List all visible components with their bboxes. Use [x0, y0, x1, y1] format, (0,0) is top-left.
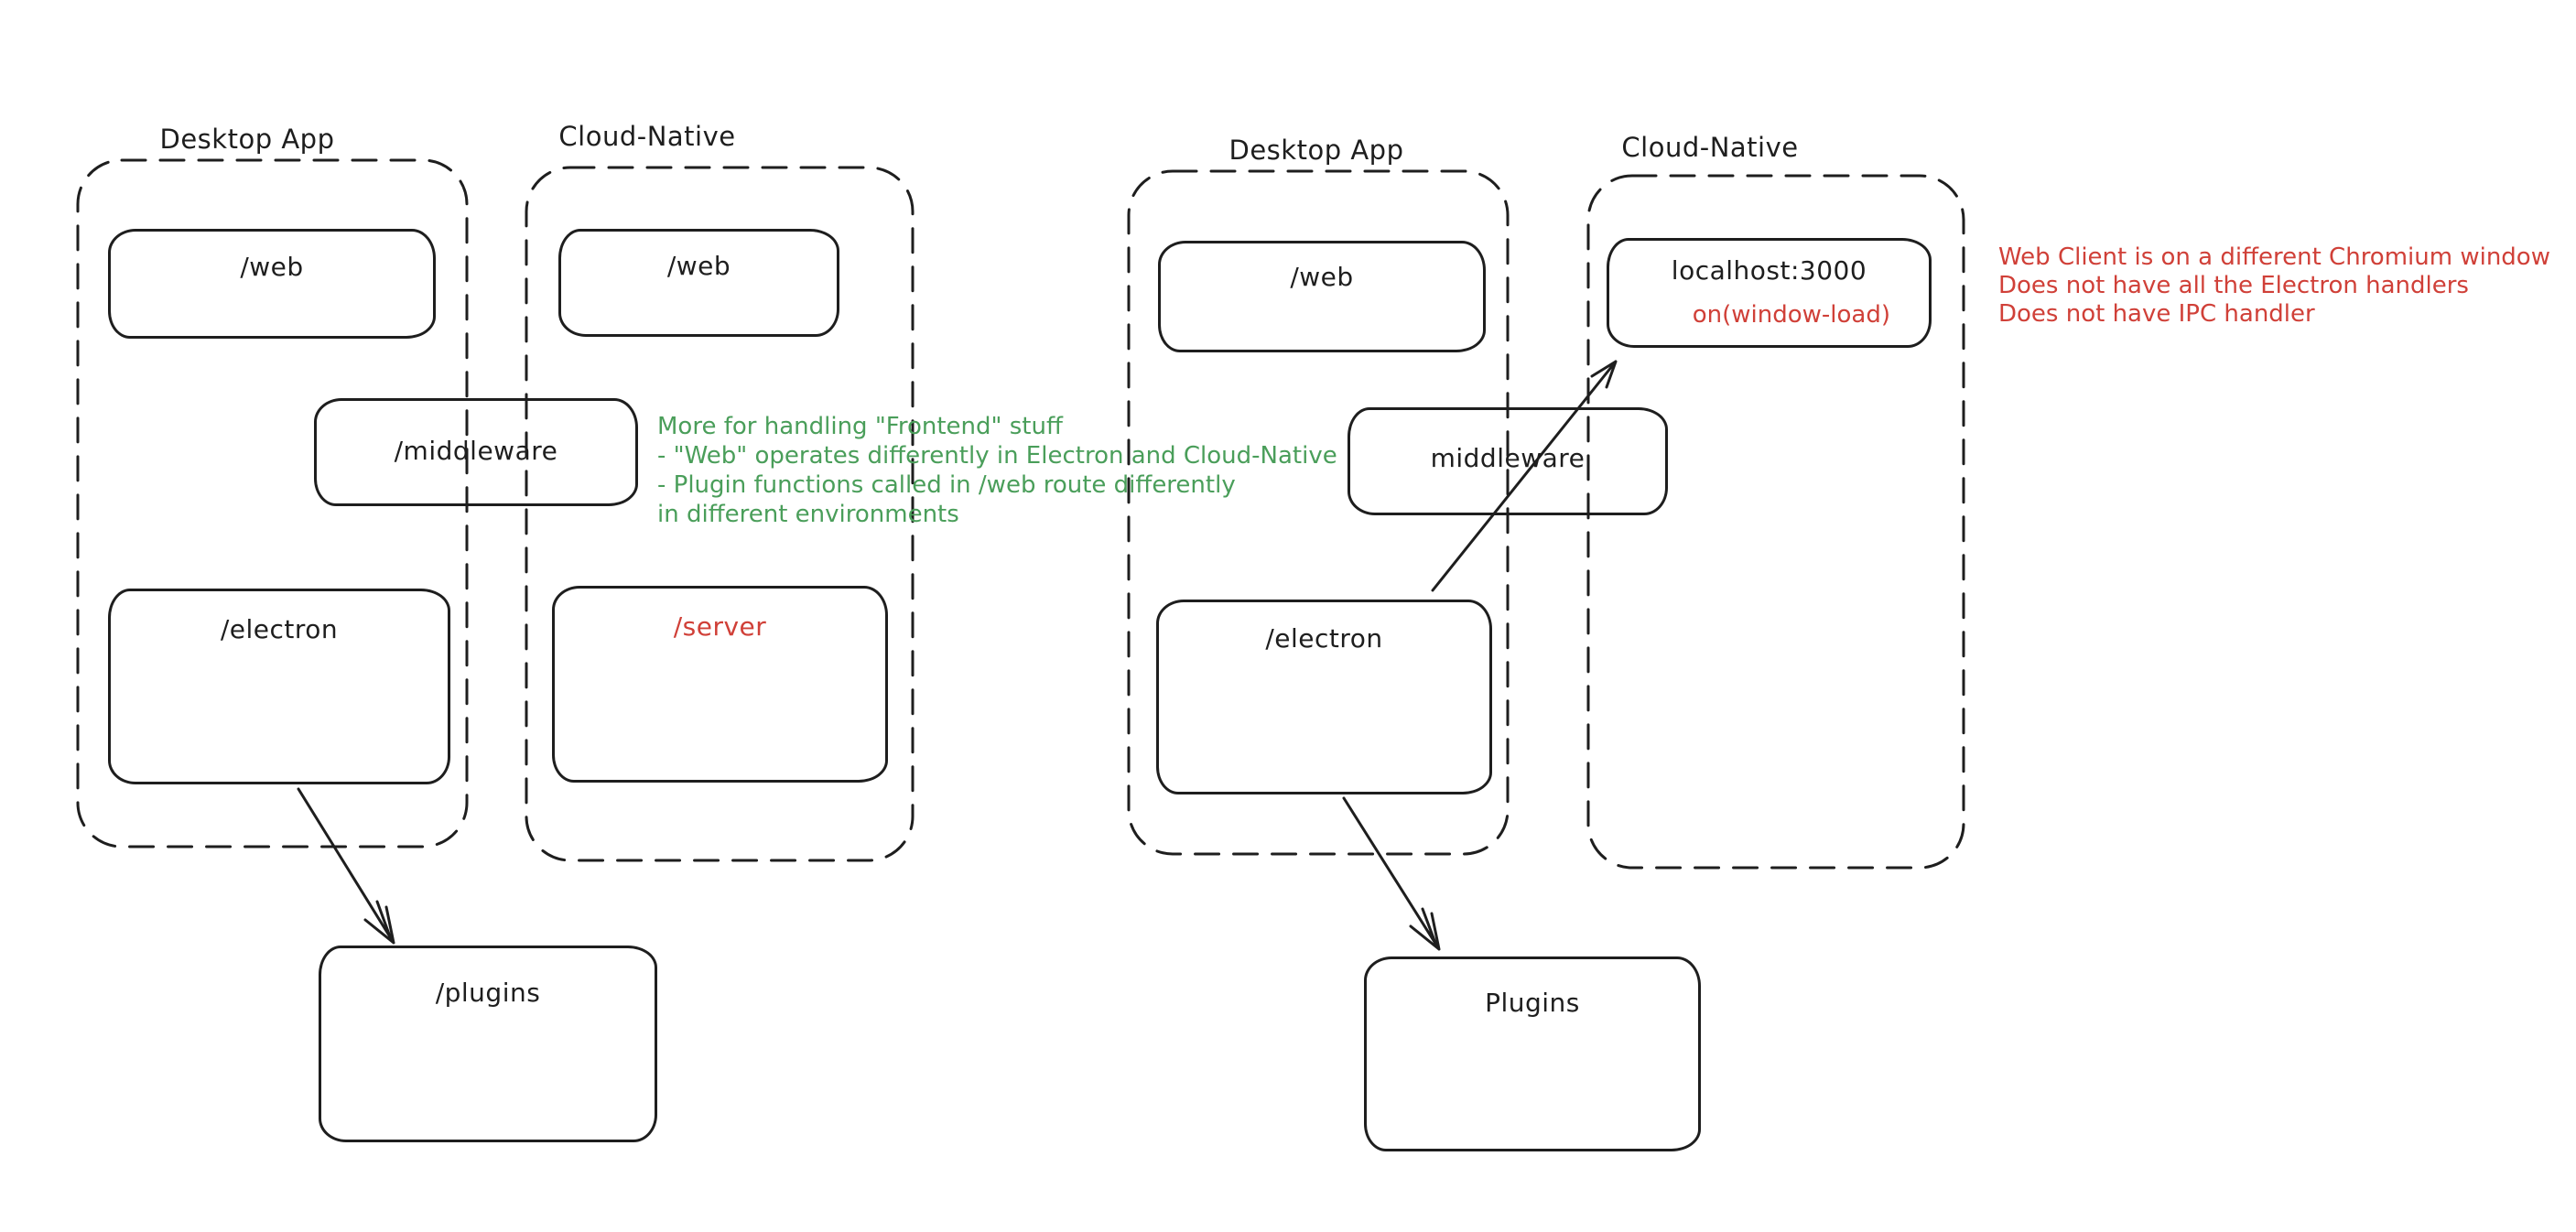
red-note-web-client: Web Client is on a different Chromium wi…	[1998, 243, 2550, 329]
right-middleware-box: middleware	[1348, 407, 1668, 515]
right-cloud-native-label: Cloud-Native	[1621, 132, 1799, 163]
red-note-line-1: Web Client is on a different Chromium wi…	[1998, 243, 2550, 271]
green-note-line-4: in different environments	[657, 501, 959, 528]
left-plugins-box: /plugins	[319, 946, 657, 1142]
left-middleware-box: /middleware	[314, 398, 638, 506]
left-server-box-label: /server	[673, 611, 767, 642]
right-cloud-native-container-outline	[1586, 174, 1965, 870]
left-web-desktop-box: /web	[108, 229, 436, 339]
right-electron-box-label: /electron	[1265, 623, 1383, 654]
right-electron-box: /electron	[1156, 600, 1492, 794]
right-localhost-box-title: localhost:3000	[1671, 255, 1867, 286]
right-web-box-label: /web	[1290, 262, 1354, 292]
left-cloud-native-label: Cloud-Native	[558, 121, 736, 152]
left-server-box: /server	[552, 586, 888, 783]
green-note-line-1: More for handling "Frontend" stuff	[657, 413, 1063, 440]
green-note-line-2: - "Web" operates differently in Electron…	[657, 442, 1337, 470]
right-desktop-app-label: Desktop App	[1228, 135, 1404, 166]
left-electron-box-label: /electron	[220, 614, 339, 644]
right-middleware-box-label: middleware	[1430, 443, 1586, 473]
left-web-cloud-box: /web	[558, 229, 839, 337]
left-desktop-app-label: Desktop App	[159, 124, 335, 155]
left-middleware-box-label: /middleware	[394, 436, 558, 466]
red-note-line-3: Does not have IPC handler	[1998, 300, 2315, 328]
right-plugins-box-label: Plugins	[1485, 988, 1580, 1018]
arrow-right-electron-to-plugins	[1342, 796, 1441, 951]
green-note-line-3: - Plugin functions called in /web route …	[657, 471, 1236, 499]
left-cloud-native-container-outline	[525, 166, 915, 862]
right-web-box: /web	[1158, 241, 1486, 352]
left-web-cloud-box-label: /web	[666, 251, 731, 281]
left-electron-box: /electron	[108, 589, 450, 784]
red-note-line-2: Does not have all the Electron handlers	[1998, 272, 2469, 299]
green-note-frontend: More for handling "Frontend" stuff - "We…	[657, 412, 1337, 529]
right-localhost-box: localhost:3000 on(window-load)	[1607, 238, 1932, 348]
arrow-right-electron-to-localhost	[1431, 360, 1618, 592]
right-plugins-box: Plugins	[1364, 956, 1701, 1151]
arrow-left-electron-to-plugins	[297, 787, 395, 945]
left-plugins-box-label: /plugins	[435, 978, 541, 1008]
right-localhost-window-load-label: on(window-load)	[1692, 301, 1890, 329]
left-web-desktop-box-label: /web	[240, 252, 304, 282]
